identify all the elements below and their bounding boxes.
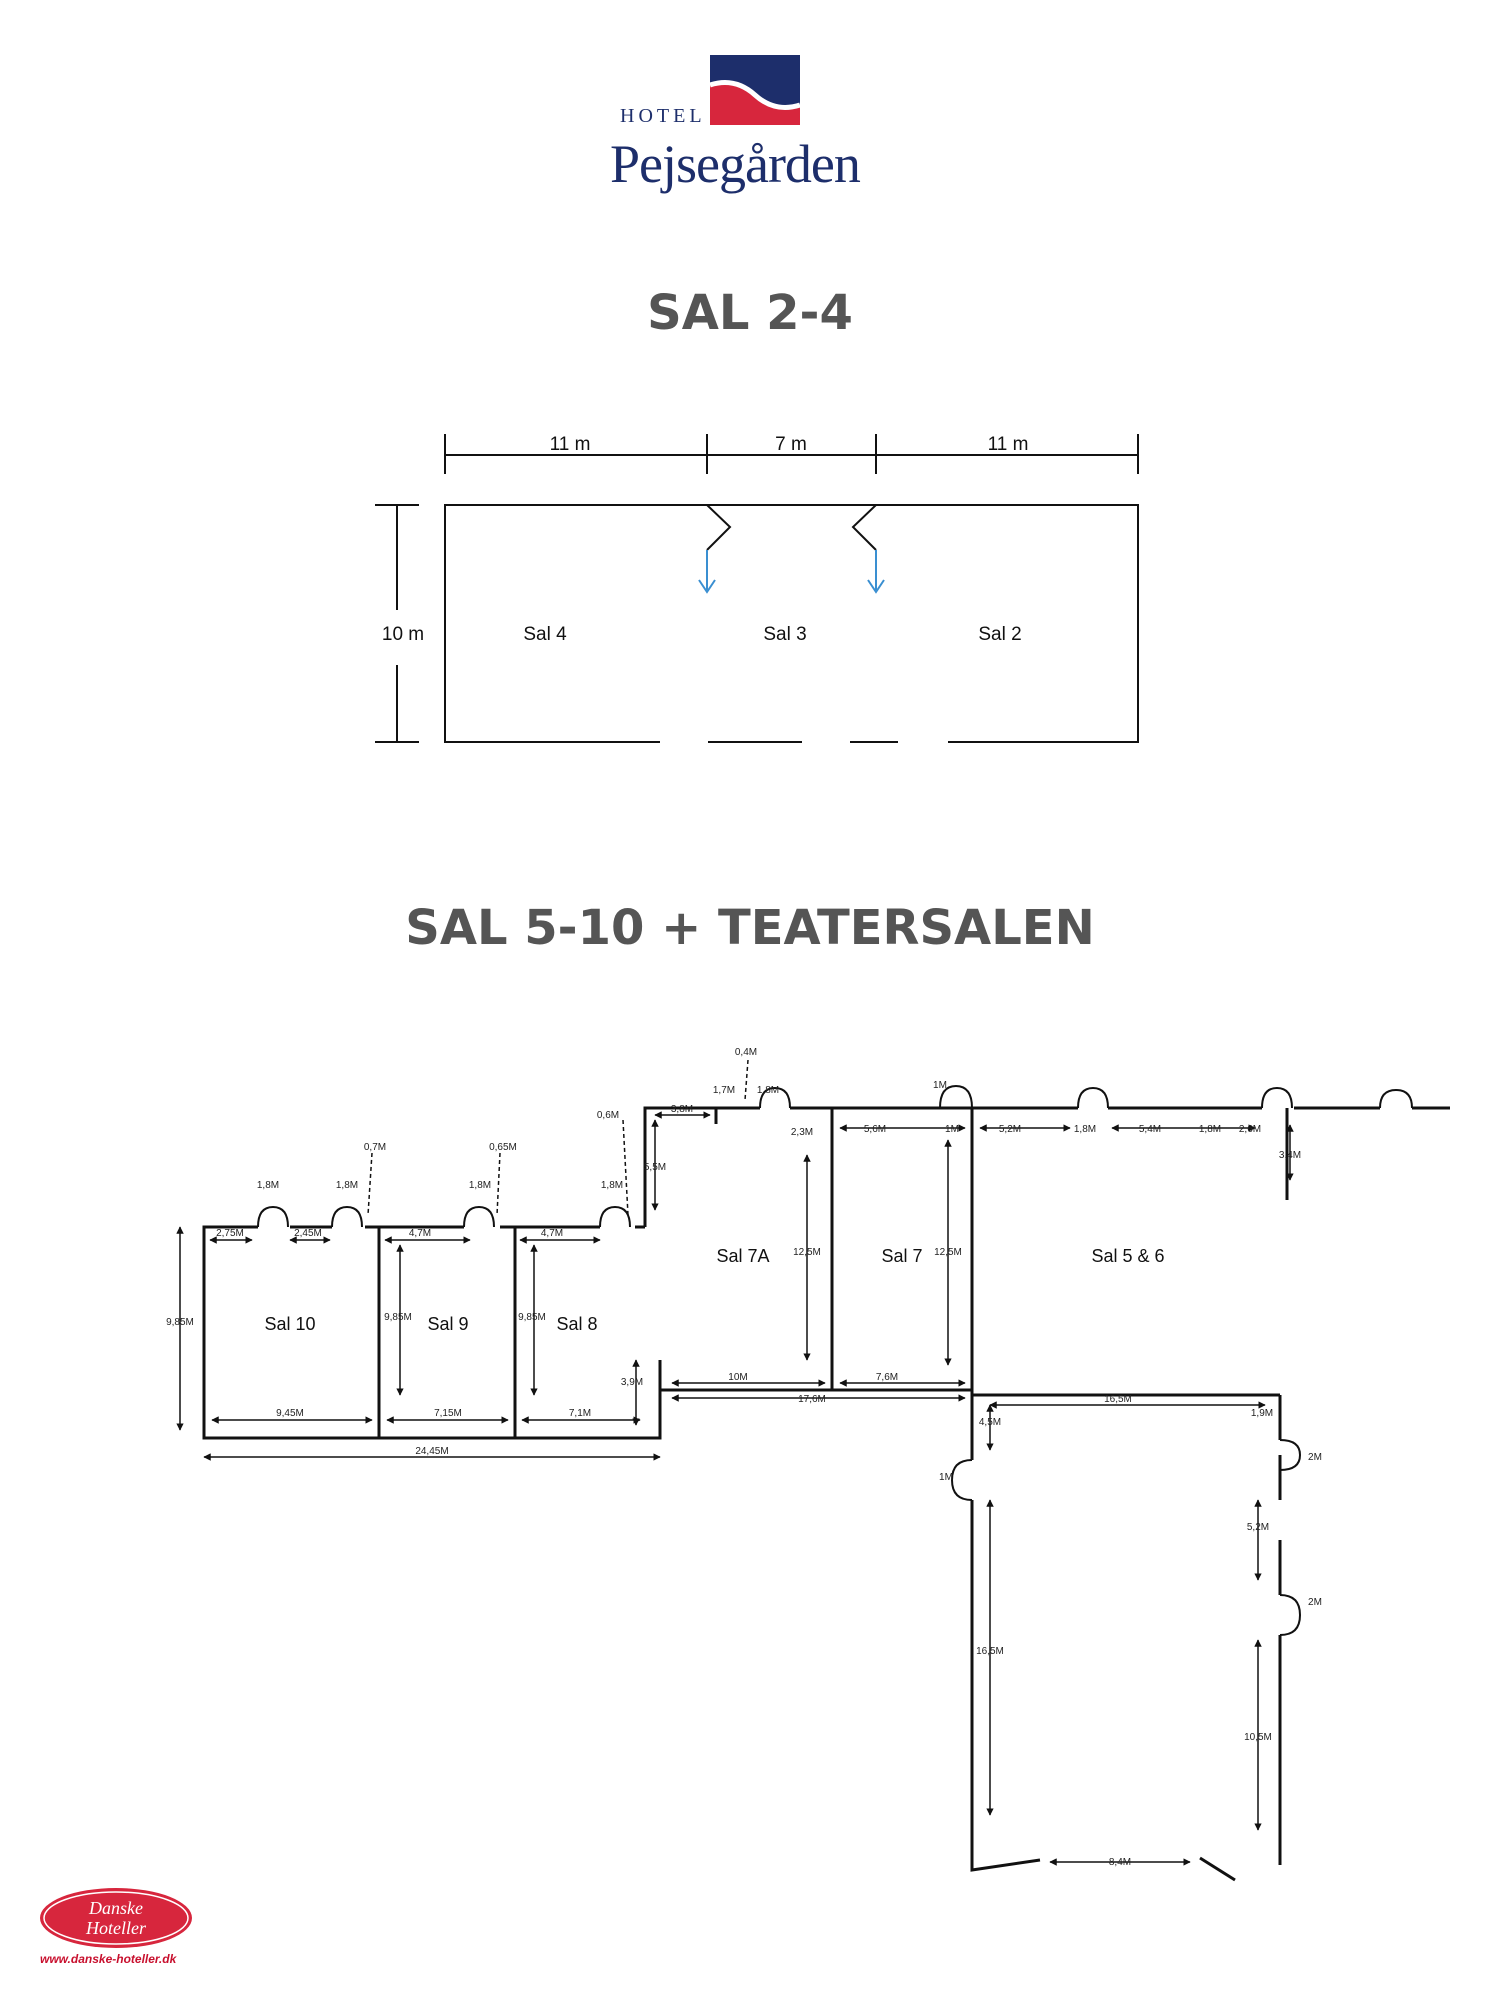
dim-label: 24,45M (415, 1446, 448, 1457)
dim-label: 4,7M (409, 1228, 431, 1239)
dim-label: 9,85M (518, 1312, 546, 1323)
dim-label: 0,65M (489, 1142, 517, 1153)
dimension-lines (176, 1059, 1294, 1866)
dim-label: 2,45M (294, 1228, 322, 1239)
dim-label: 1M (933, 1080, 947, 1091)
danske-hoteller-url[interactable]: www.danske-hoteller.dk (40, 1952, 177, 1966)
dim-label: 4,5M (979, 1417, 1001, 1428)
dim-label: 2,6M (1239, 1124, 1261, 1135)
room-sal3: Sal 3 (763, 624, 806, 645)
danske-hoteller-logo: Danske Hoteller (40, 1888, 192, 1948)
room-sal2: Sal 2 (978, 624, 1021, 645)
dim-label: 1,8M (1199, 1124, 1221, 1135)
dim-label: 7,6M (876, 1372, 898, 1383)
width-label-sal2: 11 m (988, 434, 1029, 455)
logo-name-text: Pejsegården (610, 134, 861, 194)
dim-label: 0,4M (735, 1047, 757, 1058)
danske-text: Danske (88, 1898, 143, 1918)
dim-label: 2,3M (791, 1127, 813, 1138)
height-label: 10 m (382, 624, 424, 645)
dim-label: 7,1M (569, 1408, 591, 1419)
dim-label: 7,15M (434, 1408, 462, 1419)
dim-label: 0,6M (597, 1110, 619, 1121)
hotel-logo: HOTEL Pejsegården (600, 55, 900, 215)
dimension-labels: 0,4M 1,7M 1,8M 1M 0,6M 3,8M 2,3M 5,6M 1M… (166, 1047, 1322, 1868)
dim-label: 1,8M (757, 1085, 779, 1096)
plan-sal-2-4 (375, 434, 1139, 743)
sal24-heading: SAL 2-4 (647, 285, 853, 341)
dim-label: 1,9M (1251, 1408, 1273, 1419)
dim-label: 1,8M (336, 1180, 358, 1191)
dim-label: 4,7M (541, 1228, 563, 1239)
dim-label: 1M (945, 1124, 959, 1135)
dim-label: 16,5M (976, 1646, 1004, 1657)
dim-label: 1M (939, 1472, 953, 1483)
hoteller-text: Hoteller (85, 1918, 147, 1938)
dim-label: 5,2M (1247, 1522, 1269, 1533)
dim-label: 5,4M (1139, 1124, 1161, 1135)
dim-label: 5,2M (999, 1124, 1021, 1135)
dim-label: 5,6M (864, 1124, 886, 1135)
dim-label: 12,5M (793, 1247, 821, 1258)
dim-label: 2M (1308, 1597, 1322, 1608)
width-label-sal3: 7 m (775, 434, 807, 455)
dim-label: 2M (1308, 1452, 1322, 1463)
room-sal8: Sal 8 (556, 1314, 597, 1334)
room-sal56: Sal 5 & 6 (1091, 1246, 1164, 1266)
dim-label: 9,85M (166, 1317, 194, 1328)
dim-label: 1,7M (713, 1085, 735, 1096)
room-sal9: Sal 9 (427, 1314, 468, 1334)
width-label-sal4: 11 m (550, 434, 591, 455)
door-arcs (257, 1084, 1413, 1636)
dim-label: 3,9M (621, 1377, 643, 1388)
dim-label: 5,5M (644, 1162, 666, 1173)
partition-arrows (698, 550, 885, 594)
room-sal7: Sal 7 (881, 1246, 922, 1266)
dim-label: 9,45M (276, 1408, 304, 1419)
dim-label: 2,75M (216, 1228, 244, 1239)
logo-emblem-icon (710, 55, 800, 125)
plan-sal-5-10 (202, 1106, 1450, 1882)
dim-label: 17,6M (798, 1394, 826, 1405)
dim-label: 9,85M (384, 1312, 412, 1323)
dim-label: 12,5M (934, 1247, 962, 1258)
room-sal4: Sal 4 (523, 624, 567, 645)
room-sal7a: Sal 7A (716, 1246, 769, 1266)
dim-label: 16,5M (1104, 1394, 1132, 1405)
dim-label: 0,7M (364, 1142, 386, 1153)
dim-label: 1,8M (257, 1180, 279, 1191)
dim-label: 3,4M (1279, 1150, 1301, 1161)
dim-label: 10,5M (1244, 1732, 1272, 1743)
dim-label: 3,8M (671, 1104, 693, 1115)
dim-label: 1,8M (469, 1180, 491, 1191)
dim-label: 10M (728, 1372, 747, 1383)
sal510-heading: SAL 5-10 + TEATERSALEN (405, 900, 1095, 956)
dim-label: 1,8M (601, 1180, 623, 1191)
room-sal10: Sal 10 (264, 1314, 315, 1334)
dim-label: 1,8M (1074, 1124, 1096, 1135)
dim-label: 8,4M (1109, 1857, 1131, 1868)
logo-hotel-text: HOTEL (620, 105, 706, 127)
